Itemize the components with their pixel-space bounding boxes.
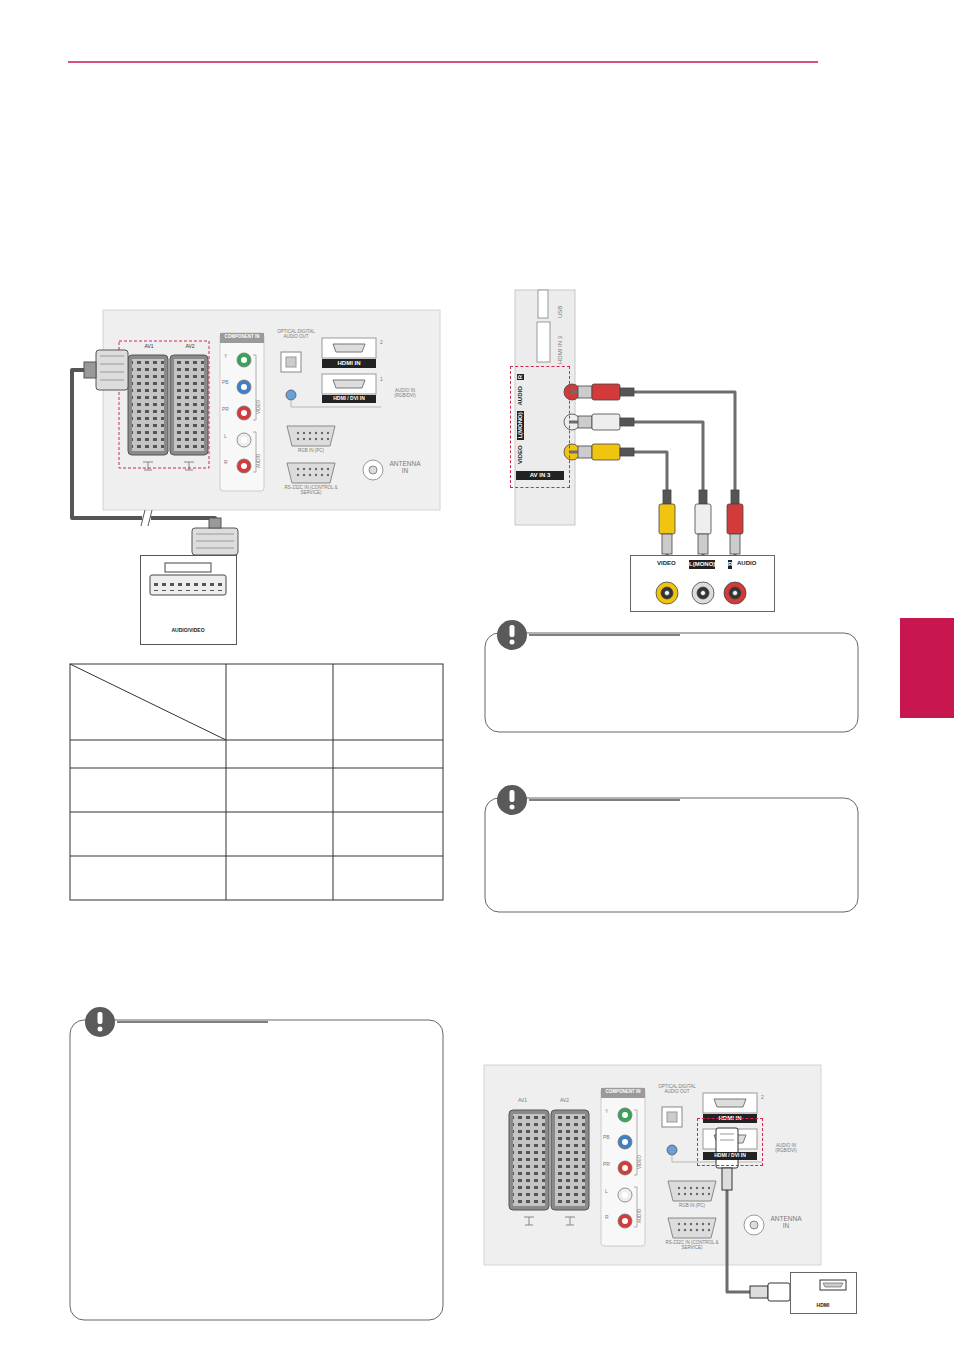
jack-label: AUDIO xyxy=(517,386,524,405)
port-label: ANTENNA IN xyxy=(389,460,421,475)
scart-port: AV2 xyxy=(170,336,212,460)
port-label: AUDIO xyxy=(637,1209,642,1223)
node-text: HDMI xyxy=(791,1303,855,1309)
node-text: L(MONO) xyxy=(689,560,715,569)
port-label: PR xyxy=(603,1162,610,1168)
port-label: 2 xyxy=(761,1095,764,1101)
jack-label: R xyxy=(517,374,524,380)
port-label: RS-232C IN (CONTROL & SERVICE) xyxy=(277,485,345,495)
port-label: L xyxy=(605,1189,608,1195)
cable xyxy=(570,392,735,555)
port-label: COMPONENT IN xyxy=(220,334,264,339)
jack-label: L(MONO) xyxy=(517,411,524,439)
port-label: USB xyxy=(557,306,564,318)
port-label: 2 xyxy=(380,340,383,346)
port-label: HDMI IN 3 xyxy=(557,336,564,364)
scart-port: AV1 xyxy=(127,336,173,460)
port-label: PB xyxy=(222,380,229,386)
port-label: COMPONENT IN xyxy=(601,1089,645,1094)
port-label: R xyxy=(605,1215,609,1221)
port-label: VIDEO xyxy=(256,400,261,414)
port-label: L xyxy=(224,434,227,440)
source-device: VIDEO L(MONO) R AUDIO xyxy=(630,555,775,612)
node-text: AUDIO xyxy=(737,560,756,567)
node-text: HDMI / DVI IN xyxy=(703,1152,757,1160)
port-label: RGB IN (PC) xyxy=(283,448,339,453)
port-label: Y xyxy=(605,1109,608,1115)
port-label: OPTICAL DIGITAL AUDIO OUT xyxy=(273,329,319,339)
node-text: VIDEO xyxy=(657,560,676,567)
port-label: R xyxy=(224,460,228,466)
port-label: ANTENNA IN xyxy=(770,1215,802,1230)
port-group: VIDEO L(MONO) AUDIO R AV IN 3 xyxy=(510,366,570,488)
jack-label: VIDEO xyxy=(517,445,524,464)
node-text: R xyxy=(728,560,732,569)
cable xyxy=(72,370,215,555)
cable xyxy=(570,452,667,555)
port-label: 1 xyxy=(380,377,383,383)
node-text: AUDIO/VIDEO xyxy=(141,628,235,634)
port-label: PB xyxy=(603,1135,610,1141)
port-label: OPTICAL DIGITAL AUDIO OUT xyxy=(654,1084,700,1094)
port-label: AV1 xyxy=(518,1098,527,1104)
node-text: AV1 xyxy=(127,344,171,350)
port-group: HDMI / DVI IN xyxy=(697,1118,763,1166)
port-label: AUDIO IN (RGB/DVI) xyxy=(387,388,423,398)
port-label: Y xyxy=(224,354,227,360)
jack-label-column: VIDEO L(MONO) AUDIO R xyxy=(516,374,525,464)
port-label: RGB IN (PC) xyxy=(664,1203,720,1208)
port-label: AV2 xyxy=(560,1098,569,1104)
node-text: AV2 xyxy=(170,344,210,350)
port-label: AUDIO IN (RGB/DVI) xyxy=(768,1143,804,1153)
cable xyxy=(570,422,703,555)
port-label: HDMI IN xyxy=(322,359,376,368)
cable xyxy=(727,1166,790,1292)
port-label: HDMI / DVI IN xyxy=(322,395,376,403)
node-text: AV IN 3 xyxy=(516,471,564,480)
port-label: RS-232C IN (CONTROL & SERVICE) xyxy=(658,1240,726,1250)
port-label: AUDIO xyxy=(256,454,261,468)
source-device: HDMI xyxy=(790,1272,857,1314)
source-device: AUDIO/VIDEO xyxy=(140,555,237,645)
port-label: VIDEO xyxy=(637,1155,642,1169)
port-label: PR xyxy=(222,407,229,413)
